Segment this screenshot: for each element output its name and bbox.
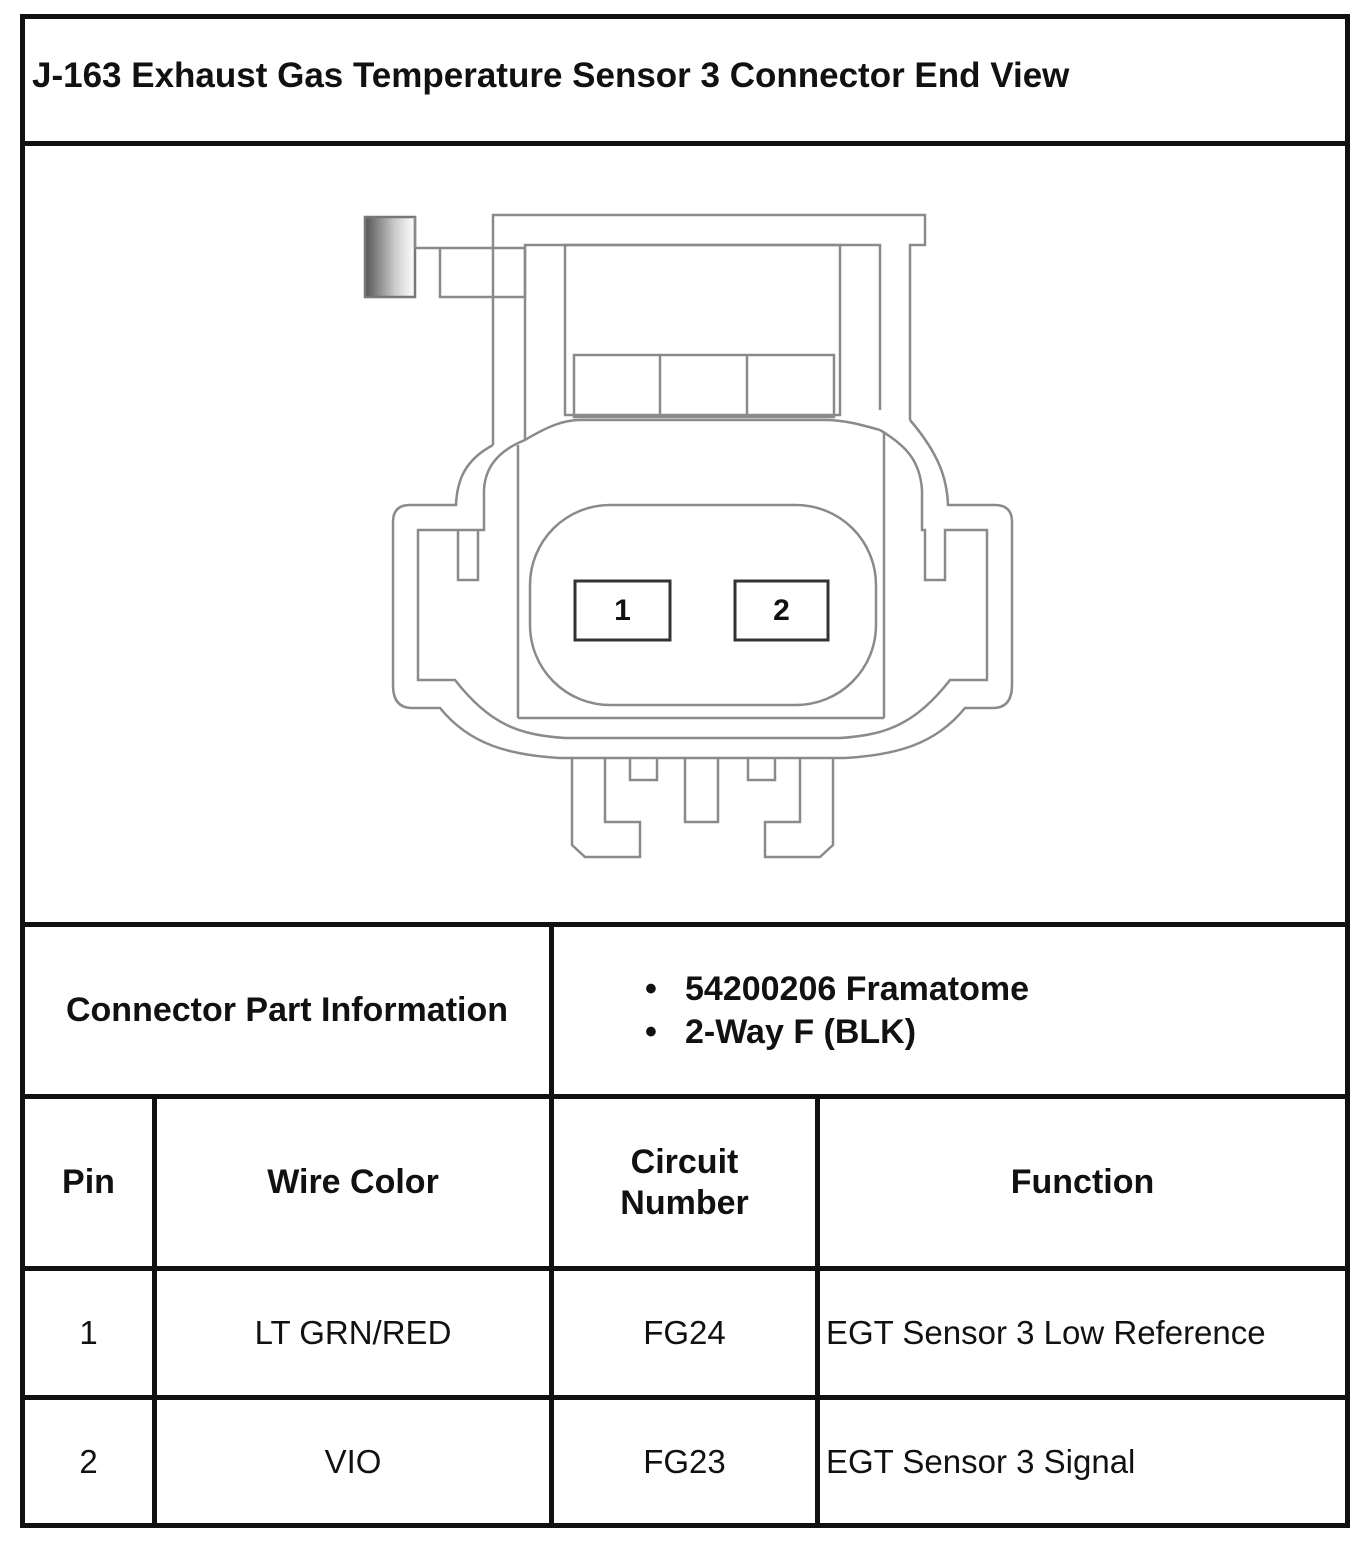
pin-cavity [528, 503, 878, 707]
part-info-label: Connector Part Information [65, 991, 509, 1029]
row-2-wire-color: VIO [324, 1443, 382, 1480]
pin-2-label: 2 [773, 593, 790, 627]
row-2-circuit: FG23 [643, 1443, 726, 1480]
header-circuit-number: Circuit Number [554, 1099, 815, 1266]
header-circuit-line1: Circuit [630, 1142, 739, 1181]
row-2-pin: 2 [79, 1443, 98, 1480]
header-circuit-line2: Number [620, 1183, 749, 1222]
circuit-column-divider [815, 1094, 820, 1528]
row-2-function: EGT Sensor 3 Signal [826, 1443, 1136, 1480]
connector-body-outer [391, 418, 1014, 760]
partinfo-column-divider [549, 922, 554, 1099]
part-info-item: •54200206 Framatome [645, 970, 1030, 1008]
header-wire-color: Wire Color [267, 1163, 439, 1201]
page-title: J-163 Exhaust Gas Temperature Sensor 3 C… [32, 56, 1070, 95]
view-divider [20, 922, 1350, 927]
pin-1-label: 1 [614, 593, 631, 627]
title-divider [20, 141, 1350, 146]
diagram-frame [20, 14, 1350, 1528]
header-pin: Pin [62, 1163, 115, 1201]
row-1-pin: 1 [79, 1314, 98, 1351]
part-info-item: •2-Way F (BLK) [645, 1013, 917, 1051]
row-1-wire-color: LT GRN/RED [254, 1314, 452, 1351]
row-1-circuit: FG24 [643, 1314, 726, 1351]
header-divider [20, 1266, 1350, 1271]
keying-blocks [572, 353, 836, 419]
partinfo-divider [20, 1094, 1350, 1099]
bottom-terminals [570, 758, 835, 859]
wire-column-divider [549, 1094, 554, 1528]
row-1-function: EGT Sensor 3 Low Reference [826, 1314, 1266, 1351]
latch-tab [363, 215, 527, 299]
part-info-list: •54200206 Framatome •2-Way F (BLK) [645, 968, 1029, 1054]
connector-top-frame [491, 213, 927, 445]
pin-column-divider [152, 1094, 157, 1528]
header-function: Function [1010, 1163, 1155, 1201]
row-divider [20, 1395, 1350, 1400]
